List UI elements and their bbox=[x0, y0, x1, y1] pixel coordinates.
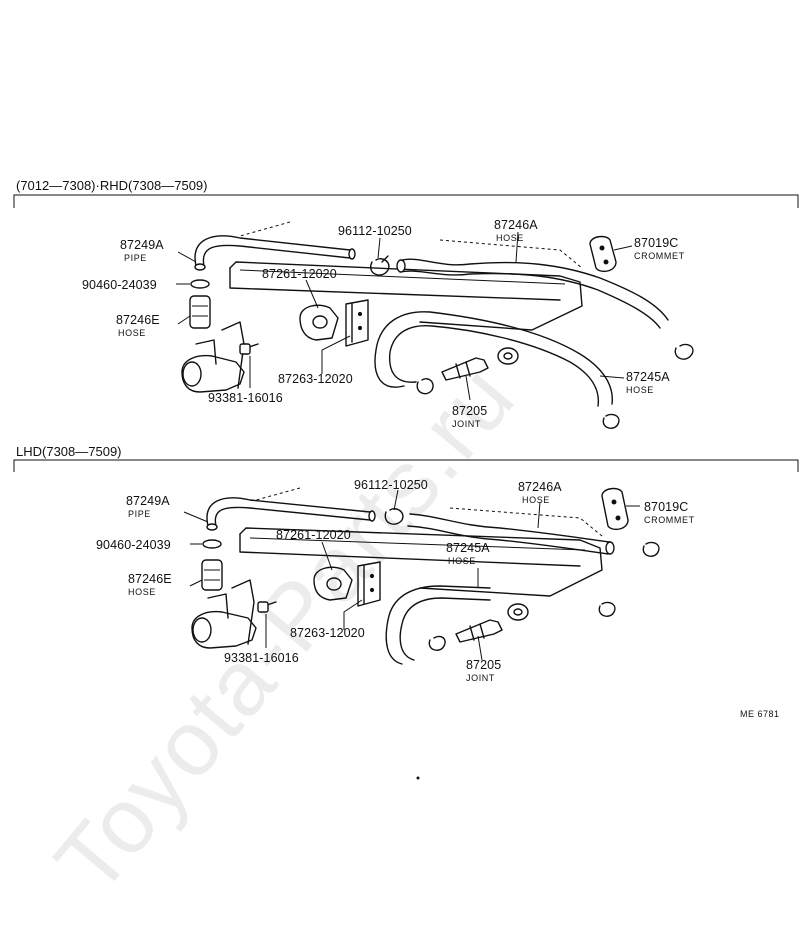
lhd-hose-e-part-number: 87246E bbox=[128, 572, 172, 586]
lhd-joint-part-number: 87205 bbox=[466, 658, 502, 672]
rhd-pipe-part-number: 87249A bbox=[120, 238, 164, 252]
lhd-grommet-part-number: 87019C bbox=[644, 500, 689, 514]
rhd-hose-245-part-number: 87245A bbox=[626, 370, 670, 384]
lhd-pipe-part-name: PIPE bbox=[128, 509, 151, 519]
rhd-grommet-part-number: 87019C bbox=[634, 236, 679, 250]
rhd-hose-a-part-number: 87246A bbox=[494, 218, 538, 232]
lhd-bracket-part-number: 87263-12020 bbox=[290, 626, 365, 640]
lhd-grommet-part-name: CROMMET bbox=[644, 515, 695, 525]
lhd-illustration bbox=[183, 487, 660, 665]
rhd-clip-part-number: 96112-10250 bbox=[338, 224, 412, 238]
lhd-section-header: LHD(7308—7509) bbox=[16, 444, 122, 459]
lhd-clamp-part-number: 87261-12020 bbox=[276, 528, 351, 542]
rhd-pipe-part-name: PIPE bbox=[124, 253, 147, 263]
rhd-section-header: (7012—7308)·RHD(7308—7509) bbox=[16, 178, 208, 193]
rhd-bolt-part-number: 93381-16016 bbox=[208, 391, 283, 405]
lhd-hose-a-part-name: HOSE bbox=[522, 495, 550, 505]
rhd-joint-part-name: JOINT bbox=[452, 419, 481, 429]
rhd-grommet-part-name: CROMMET bbox=[634, 251, 685, 261]
rhd-clamp-part-number: 87261-12020 bbox=[262, 267, 337, 281]
lhd-section-frame bbox=[13, 459, 799, 472]
rhd-joint-part-number: 87205 bbox=[452, 404, 488, 418]
lhd-pipe-part-number: 87249A bbox=[126, 494, 170, 508]
rhd-hose-e-part-number: 87246E bbox=[116, 313, 160, 327]
lhd-joint-part-name: JOINT bbox=[466, 673, 495, 683]
lhd-clip-part-number: 96112-10250 bbox=[354, 478, 428, 492]
lhd-hose-a-part-number: 87246A bbox=[518, 480, 562, 494]
rhd-illustration bbox=[176, 221, 694, 429]
rhd-hose-a-part-name: HOSE bbox=[496, 233, 524, 243]
lhd-hose-245-part-number: 87245A bbox=[446, 541, 490, 555]
figure-code: ME 6781 bbox=[740, 709, 780, 719]
rhd-hose-245-part-name: HOSE bbox=[626, 385, 654, 395]
rhd-hose-e-part-name: HOSE bbox=[118, 328, 146, 338]
lhd-hose-e-part-name: HOSE bbox=[128, 587, 156, 597]
rhd-gasket-part-number: 90460-24039 bbox=[82, 278, 157, 292]
rhd-section-frame bbox=[13, 194, 799, 208]
lhd-hose-245-part-name: HOSE bbox=[448, 556, 476, 566]
lhd-gasket-part-number: 90460-24039 bbox=[96, 538, 171, 552]
lhd-bolt-part-number: 93381-16016 bbox=[224, 651, 299, 665]
rhd-bracket-part-number: 87263-12020 bbox=[278, 372, 353, 386]
